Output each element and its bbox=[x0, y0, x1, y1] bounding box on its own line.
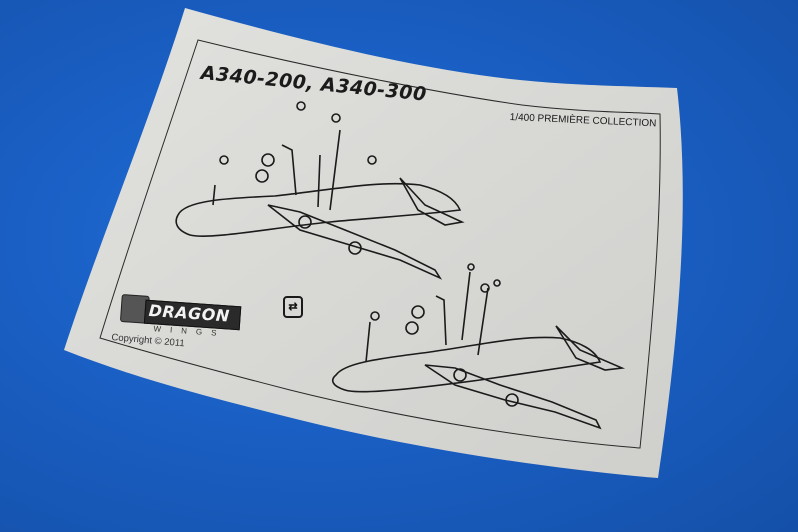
aircraft-diagram-bottom bbox=[331, 263, 626, 430]
aircraft-diagram-top bbox=[175, 101, 465, 280]
swap-arrows-icon: ⇄ bbox=[283, 296, 303, 318]
